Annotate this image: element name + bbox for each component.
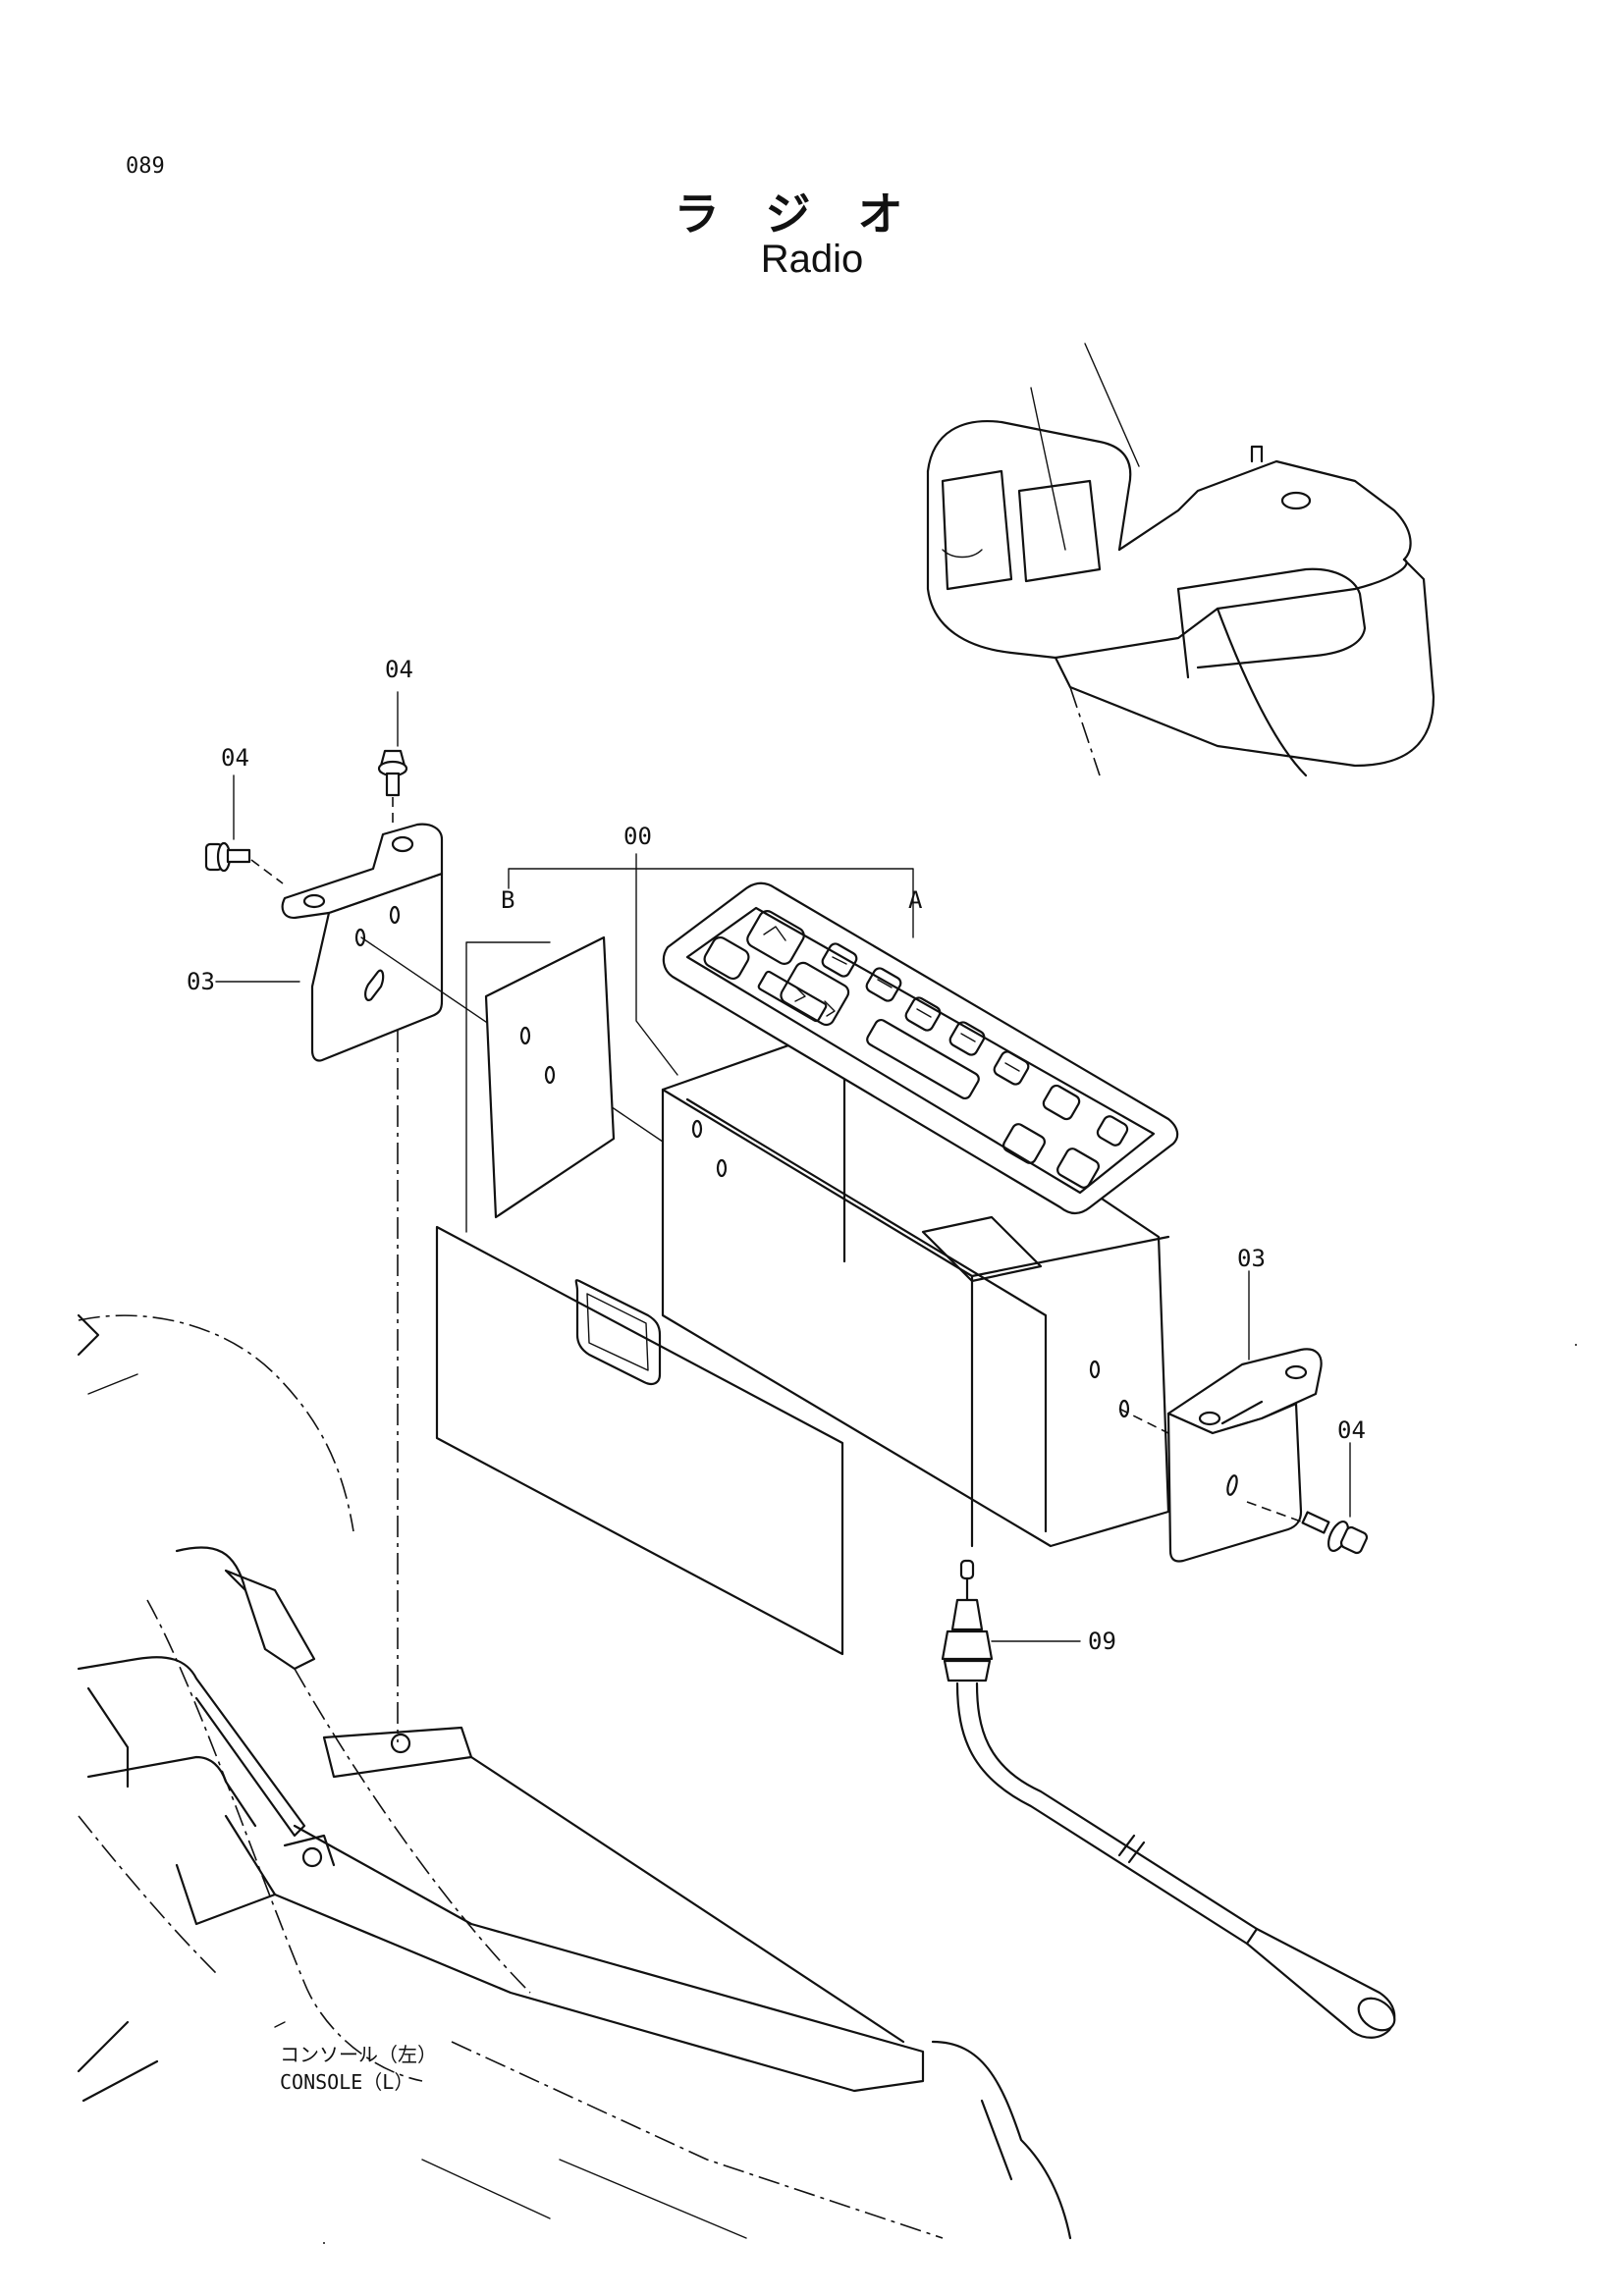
callout-screw-left: 04 (221, 744, 249, 772)
console-label: CONSOLE（L） (280, 2070, 413, 2094)
page-title-japanese: ラジオ (674, 187, 950, 240)
callout-assembly: 00 (623, 823, 652, 850)
radio-faceplate (662, 881, 1179, 1215)
callout-sub-b: B (501, 886, 514, 914)
screw-right (1246, 1501, 1369, 1555)
antenna-cable (941, 1559, 1396, 2039)
bracket-right (1118, 1348, 1323, 1563)
bracket-line-b (465, 941, 551, 1233)
scan-dot (323, 2242, 325, 2244)
console-label-japanese: コンソール（左） (280, 2043, 437, 2066)
bracket-left (281, 823, 444, 1062)
page-number: 089 (126, 154, 165, 179)
screw-left (204, 841, 284, 884)
page-title: Radio (760, 238, 864, 281)
front-cover-panel (435, 1225, 844, 1656)
leader-console (274, 2021, 286, 2028)
callout-antenna-cable: 09 (1088, 1628, 1116, 1655)
callout-bracket-left: 03 (187, 968, 215, 995)
callout-bracket-right: 03 (1237, 1245, 1266, 1272)
screw-top (377, 749, 408, 825)
callout-screw-top: 04 (385, 656, 413, 683)
assembly-callout-lines (508, 853, 914, 1076)
callout-sub-a: A (908, 886, 923, 914)
console-left-illustration (77, 1313, 1072, 2240)
mounting-plate (484, 935, 616, 1219)
callout-screw-right: 04 (1337, 1416, 1366, 1444)
scan-dot (1575, 1344, 1577, 1346)
excavator-inset-illustration (926, 343, 1435, 777)
